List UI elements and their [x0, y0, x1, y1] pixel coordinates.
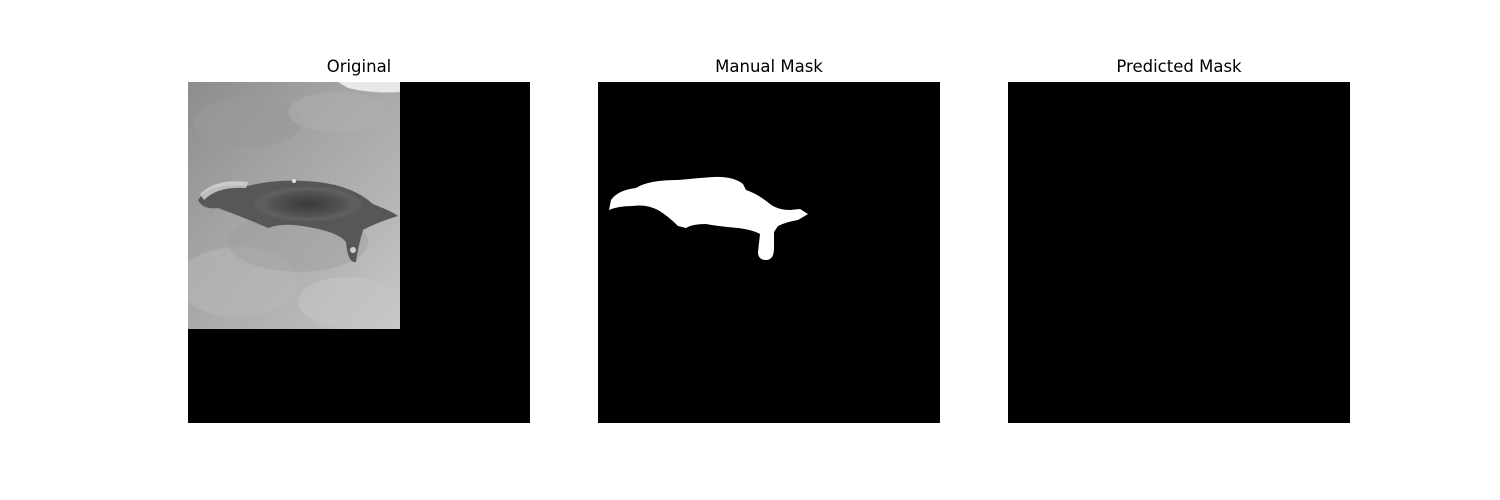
- panel-title: Original: [326, 57, 392, 76]
- manual-mask-image: [598, 82, 940, 423]
- manual-mask-graphic: [598, 82, 940, 423]
- panel-manual-mask: Manual Mask: [598, 0, 940, 500]
- predicted-mask-image: [1008, 82, 1350, 423]
- panel-title: Manual Mask: [715, 57, 823, 76]
- panel-original: Original: [188, 0, 530, 500]
- original-image-graphic: [188, 82, 530, 423]
- panel-predicted-mask: Predicted Mask: [1008, 0, 1350, 500]
- panel-title: Predicted Mask: [1116, 57, 1242, 76]
- original-image: [188, 82, 530, 423]
- wound-mask-region: [609, 176, 808, 260]
